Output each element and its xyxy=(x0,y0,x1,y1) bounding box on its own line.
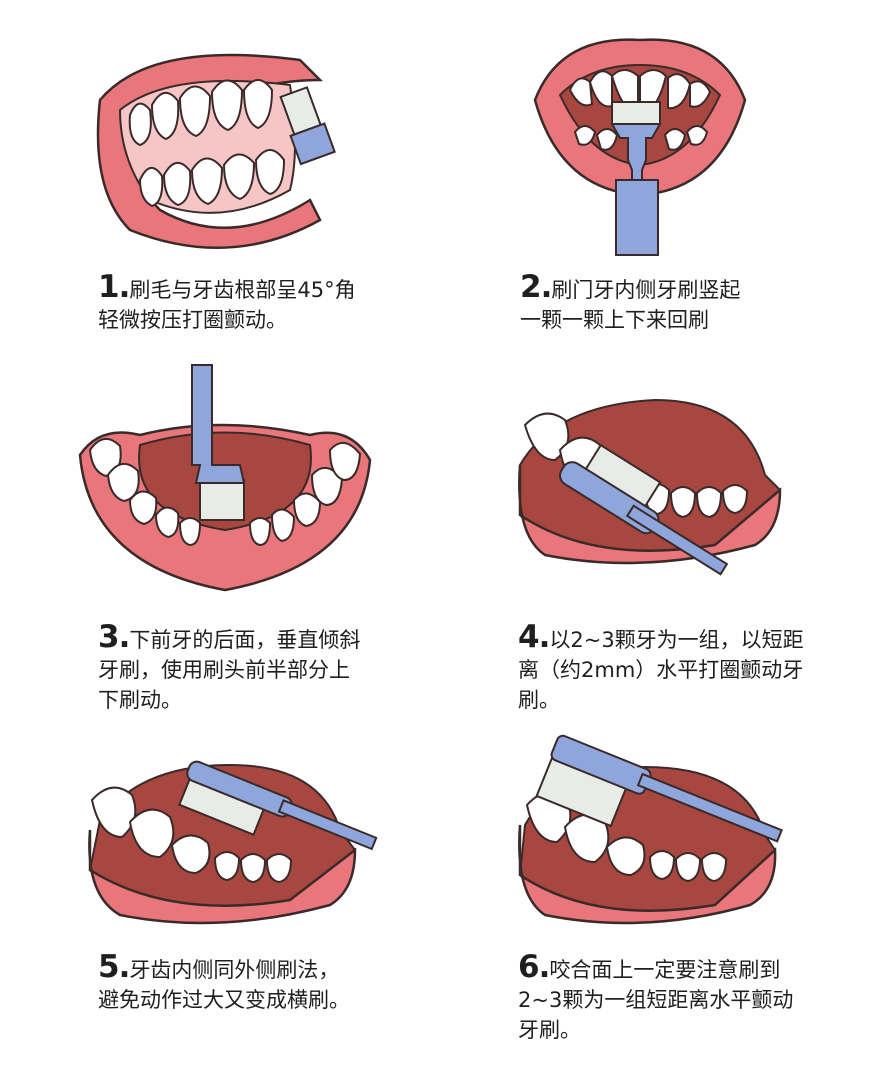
step-text-line: 咬合面上一定要注意刷到 xyxy=(549,958,781,982)
step-text-line: 下刷动。 xyxy=(98,688,182,712)
step-5-inner-molar-illustration xyxy=(88,760,378,925)
step-text-line: 离（约2mm）水平打圈颤动牙 xyxy=(518,658,804,682)
step-text-line: 刷门牙内侧牙刷竖起 xyxy=(551,278,741,302)
step-6-occlusal-surface-illustration xyxy=(518,734,783,925)
step-3-lower-jaw-illustration xyxy=(78,364,372,592)
step-text-line: 轻微按压打圈颤动。 xyxy=(98,308,287,332)
step-3-caption: 3.下前牙的后面，垂直倾斜 牙刷，使用刷头前半部分上 下刷动。 xyxy=(98,622,360,715)
step-number: 5. xyxy=(98,949,130,985)
step-6-caption: 6.咬合面上一定要注意刷到 2~3颗为一组短距离水平颤动 牙刷。 xyxy=(518,952,793,1045)
step-4-molar-brushing-illustration xyxy=(518,398,782,576)
step-1-side-mouth-illustration xyxy=(96,53,336,249)
step-text-line: 刷。 xyxy=(518,688,560,712)
step-number: 1. xyxy=(98,269,130,305)
step-text-line: 刷毛与牙齿根部呈45°角 xyxy=(129,278,356,302)
step-text-line: 牙刷，使用刷头前半部分上 xyxy=(98,658,350,682)
step-number: 6. xyxy=(518,949,550,985)
step-text-line: 避免动作过大又变成横刷。 xyxy=(98,988,350,1012)
step-5-caption: 5.牙齿内侧同外侧刷法， 避免动作过大又变成横刷。 xyxy=(98,952,350,1015)
step-text-line: 下前牙的后面，垂直倾斜 xyxy=(129,628,361,652)
step-number: 4. xyxy=(518,619,550,655)
step-1-caption: 1.刷毛与牙齿根部呈45°角 轻微按压打圈颤动。 xyxy=(98,272,356,335)
step-number: 2. xyxy=(520,269,552,305)
step-text-line: 牙刷。 xyxy=(518,1018,581,1042)
step-text-line: 一颗一颗上下来回刷 xyxy=(520,308,709,332)
step-2-caption: 2.刷门牙内侧牙刷竖起 一颗一颗上下来回刷 xyxy=(520,272,740,335)
step-text-line: 2~3颗为一组短距离水平颤动 xyxy=(518,988,794,1012)
step-text-line: 以2~3颗牙为一组，以短距 xyxy=(549,628,804,652)
step-4-caption: 4.以2~3颗牙为一组，以短距 离（约2mm）水平打圈颤动牙 刷。 xyxy=(518,622,804,715)
step-number: 3. xyxy=(98,619,130,655)
step-text-line: 牙齿内侧同外侧刷法， xyxy=(129,958,340,982)
step-2-front-mouth-illustration xyxy=(533,38,747,256)
